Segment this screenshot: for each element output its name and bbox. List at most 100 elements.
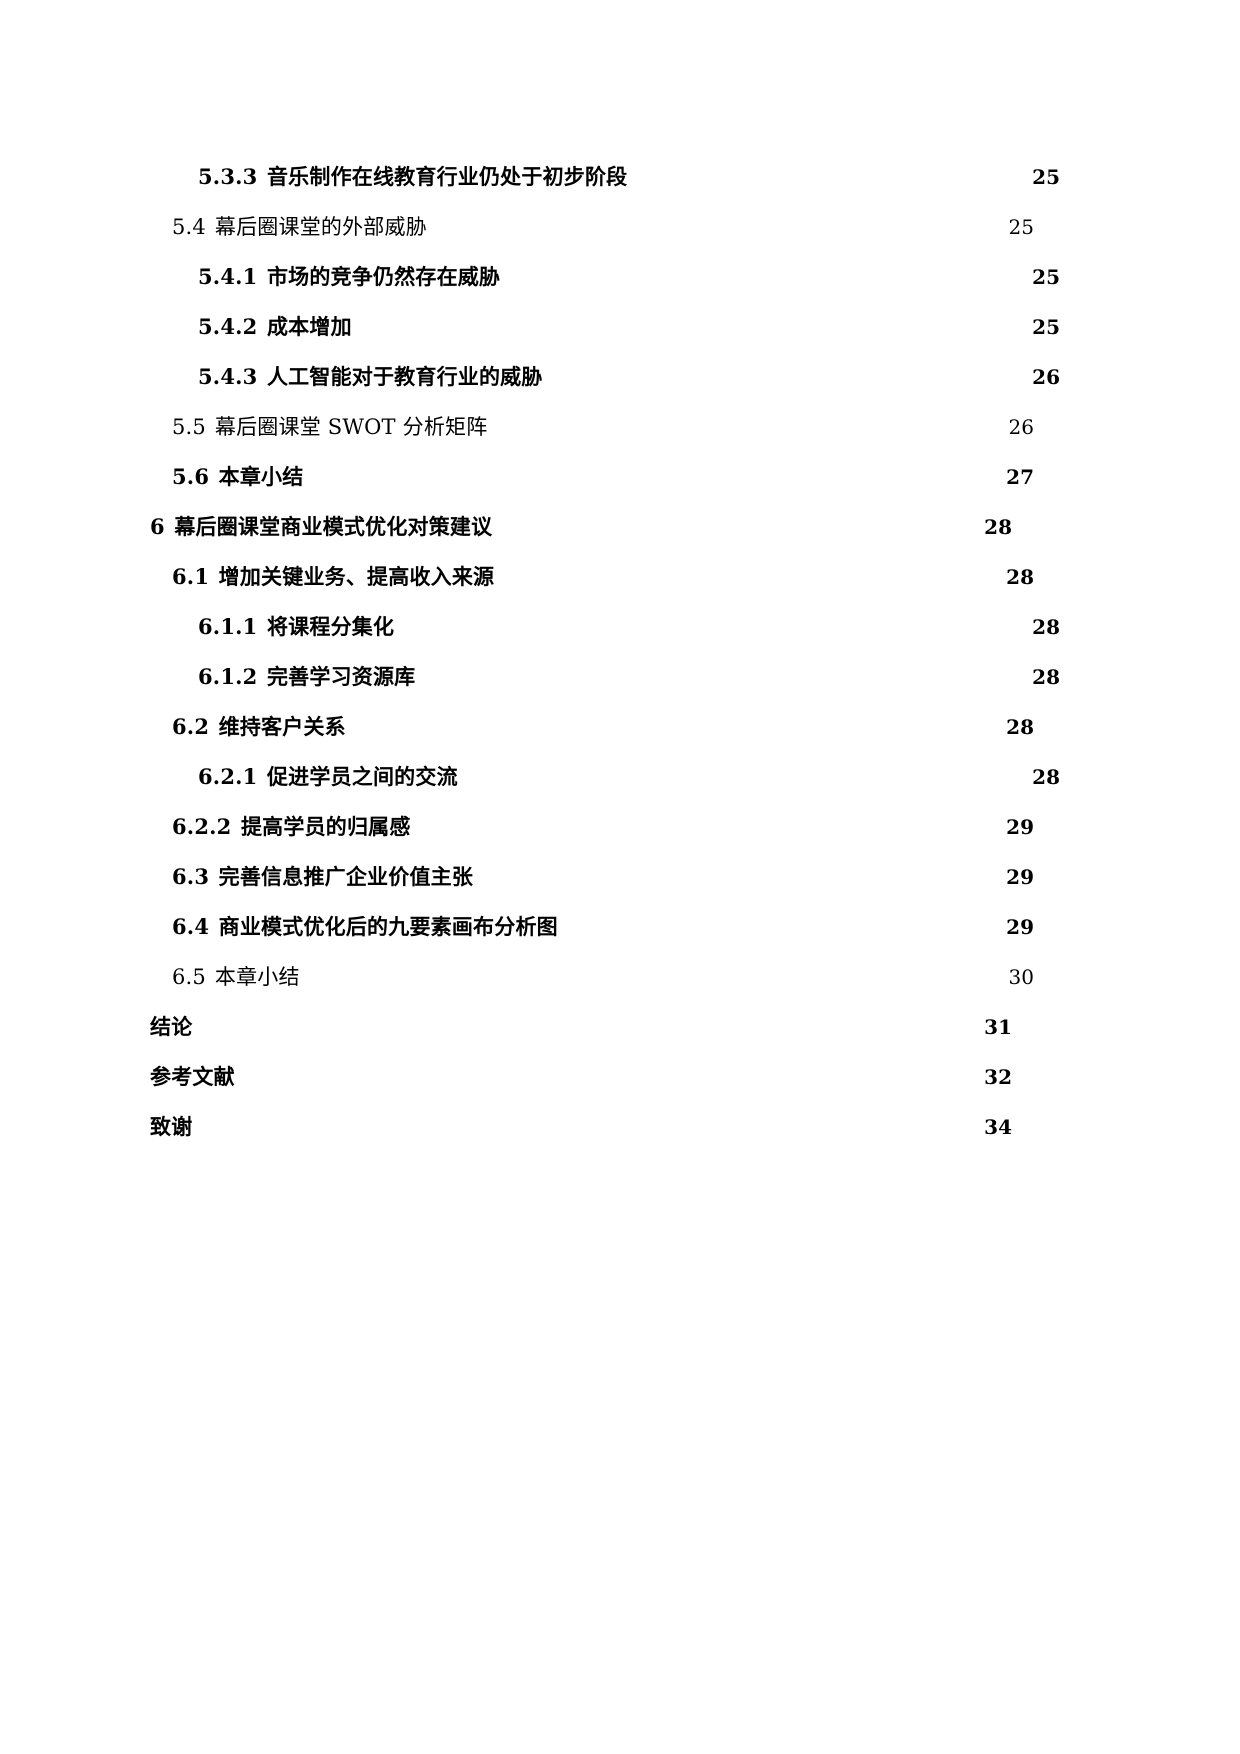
toc-entry-label: 本章小结	[214, 965, 300, 989]
toc-leader-dots	[193, 1118, 981, 1134]
toc-entry-title: 5.4 幕后圈课堂的外部威胁	[172, 202, 427, 252]
toc-entry[interactable]: 5.4.3 人工智能对于教育行业的威胁 26	[150, 352, 1060, 402]
toc-page-number: 28	[1032, 665, 1060, 689]
toc-entry-label: 参考文献	[150, 1064, 235, 1089]
toc-entry-number: 6.5	[172, 965, 206, 989]
toc-entry-title: 6.3 完善信息推广企业价值主张	[172, 852, 473, 902]
toc-entry-title: 6.1 增加关键业务、提高收入来源	[172, 552, 494, 602]
toc-entry[interactable]: 6.5 本章小结 30	[150, 952, 1034, 1002]
toc-entry-label: 完善学习资源库	[266, 664, 416, 689]
toc-entry-label: 维持客户关系	[218, 714, 346, 739]
toc-entry[interactable]: 6.2.2 提高学员的归属感 29	[150, 802, 1034, 852]
toc-entry-label: 结论	[150, 1014, 193, 1039]
toc-entry-title: 参考文献	[150, 1052, 235, 1102]
toc-entry[interactable]: 6.1 增加关键业务、提高收入来源 28	[150, 552, 1034, 602]
toc-entry[interactable]: 5.3.3 音乐制作在线教育行业仍处于初步阶段25	[150, 152, 1060, 202]
toc-entry-title: 5.4.3 人工智能对于教育行业的威胁	[198, 352, 543, 402]
toc-leader-dots	[495, 568, 1003, 584]
toc-leader-dots	[544, 368, 1029, 384]
toc-entry-number: 6	[150, 514, 165, 539]
toc-entry-label: 幕后圈课堂商业模式优化对策建议	[174, 514, 493, 539]
toc-entry[interactable]: 5.4.2 成本增加 25	[150, 302, 1060, 352]
toc-entry-title: 5.4.2 成本增加	[198, 302, 352, 352]
toc-entry-label: 幕后圈课堂的外部威胁	[214, 215, 427, 239]
toc-entry-title: 5.5 幕后圈课堂 SWOT 分析矩阵	[172, 402, 487, 452]
toc-entry-label: 提高学员的归属感	[240, 814, 411, 839]
toc-entry[interactable]: 6 幕后圈课堂商业模式优化对策建议 28	[150, 502, 1012, 552]
toc-leader-dots	[193, 1018, 981, 1034]
toc-leader-dots	[628, 168, 1029, 184]
toc-page-number: 31	[984, 1015, 1012, 1039]
toc-entry-label: 人工智能对于教育行业的威胁	[266, 364, 543, 389]
toc-entry-number: 5.4.1	[198, 264, 258, 289]
toc-leader-dots	[501, 268, 1029, 284]
toc-entry[interactable]: 结论 31	[150, 1002, 1012, 1052]
toc-entry-label: 商业模式优化后的九要素画布分析图	[218, 914, 558, 939]
toc-page-number: 25	[1008, 215, 1034, 239]
toc-entry-label: 将课程分集化	[266, 614, 395, 639]
toc-leader-dots	[412, 818, 1003, 834]
toc-leader-dots	[493, 518, 981, 534]
toc-entry[interactable]: 5.4.1 市场的竞争仍然存在威胁25	[150, 252, 1060, 302]
toc-entry-label: 增加关键业务、提高收入来源	[218, 564, 495, 589]
toc-page-number: 32	[984, 1065, 1012, 1089]
toc-page-number: 28	[1006, 565, 1034, 589]
toc-entry-label: 促进学员之间的交流	[266, 764, 458, 789]
toc-entry[interactable]: 致谢 34	[150, 1102, 1012, 1152]
toc-page-number: 26	[1032, 365, 1060, 389]
toc-leader-dots	[488, 418, 1003, 434]
toc-page-number: 30	[1008, 965, 1034, 989]
toc-entry[interactable]: 6.3 完善信息推广企业价值主张 29	[150, 852, 1034, 902]
toc-entry-title: 致谢	[150, 1102, 192, 1152]
toc-page-number: 27	[1006, 465, 1034, 489]
toc-entry[interactable]: 5.4 幕后圈课堂的外部威胁 25	[150, 202, 1034, 252]
toc-entry-number: 5.3.3	[198, 164, 258, 189]
toc-entry-label: 致谢	[150, 1114, 193, 1139]
toc-leader-dots	[474, 868, 1003, 884]
toc-entry-title: 5.3.3 音乐制作在线教育行业仍处于初步阶段	[198, 152, 627, 202]
toc-leader-dots	[459, 768, 1029, 784]
toc-leader-dots	[353, 318, 1029, 334]
toc-entry-title: 6.1.2 完善学习资源库	[198, 652, 415, 702]
toc-entry-number: 5.4	[172, 215, 206, 239]
toc-page-number: 28	[1032, 765, 1060, 789]
toc-entry-number: 6.1.2	[198, 664, 258, 689]
toc-entry-number: 6.3	[172, 864, 210, 889]
toc-entry[interactable]: 6.4 商业模式优化后的九要素画布分析图29	[150, 902, 1034, 952]
toc-entry[interactable]: 6.1.2 完善学习资源库 28	[150, 652, 1060, 702]
toc-entry-number: 6.2.2	[172, 814, 232, 839]
table-of-contents: 5.3.3 音乐制作在线教育行业仍处于初步阶段255.4 幕后圈课堂的外部威胁2…	[150, 152, 1060, 1152]
toc-entry-title: 6.2 维持客户关系	[172, 702, 346, 752]
toc-entry-number: 5.4.3	[198, 364, 258, 389]
toc-entry-number: 6.2.1	[198, 764, 258, 789]
toc-entry-number: 6.4	[172, 914, 210, 939]
toc-page-number: 29	[1006, 865, 1034, 889]
toc-leader-dots	[347, 718, 1003, 734]
toc-entry[interactable]: 5.5 幕后圈课堂 SWOT 分析矩阵 26	[150, 402, 1034, 452]
toc-page-number: 25	[1032, 315, 1060, 339]
toc-entry-number: 6.1	[172, 564, 210, 589]
toc-leader-dots	[416, 668, 1029, 684]
toc-page-number: 26	[1008, 415, 1034, 439]
toc-leader-dots	[428, 218, 1003, 234]
toc-entry-number: 5.6	[172, 464, 210, 489]
toc-leader-dots	[395, 618, 1029, 634]
toc-leader-dots	[559, 918, 1003, 934]
toc-entry-number: 6.1.1	[198, 614, 258, 639]
toc-leader-dots	[236, 1068, 981, 1084]
toc-page-number: 34	[984, 1115, 1012, 1139]
toc-entry[interactable]: 5.6 本章小结27	[150, 452, 1034, 502]
toc-entry-title: 6.2.2 提高学员的归属感	[172, 802, 411, 852]
toc-entry[interactable]: 6.1.1 将课程分集化 28	[150, 602, 1060, 652]
toc-entry[interactable]: 6.2.1 促进学员之间的交流 28	[150, 752, 1060, 802]
toc-page-number: 28	[1032, 615, 1060, 639]
toc-entry-label: 成本增加	[266, 314, 352, 339]
toc-page-number: 28	[984, 515, 1012, 539]
toc-entry-label: 音乐制作在线教育行业仍处于初步阶段	[266, 164, 628, 189]
toc-page-number: 29	[1006, 815, 1034, 839]
toc-entry[interactable]: 6.2 维持客户关系28	[150, 702, 1034, 752]
toc-entry-title: 6.2.1 促进学员之间的交流	[198, 752, 458, 802]
toc-entry[interactable]: 参考文献 32	[150, 1052, 1012, 1102]
toc-entry-number: 5.4.2	[198, 314, 258, 339]
